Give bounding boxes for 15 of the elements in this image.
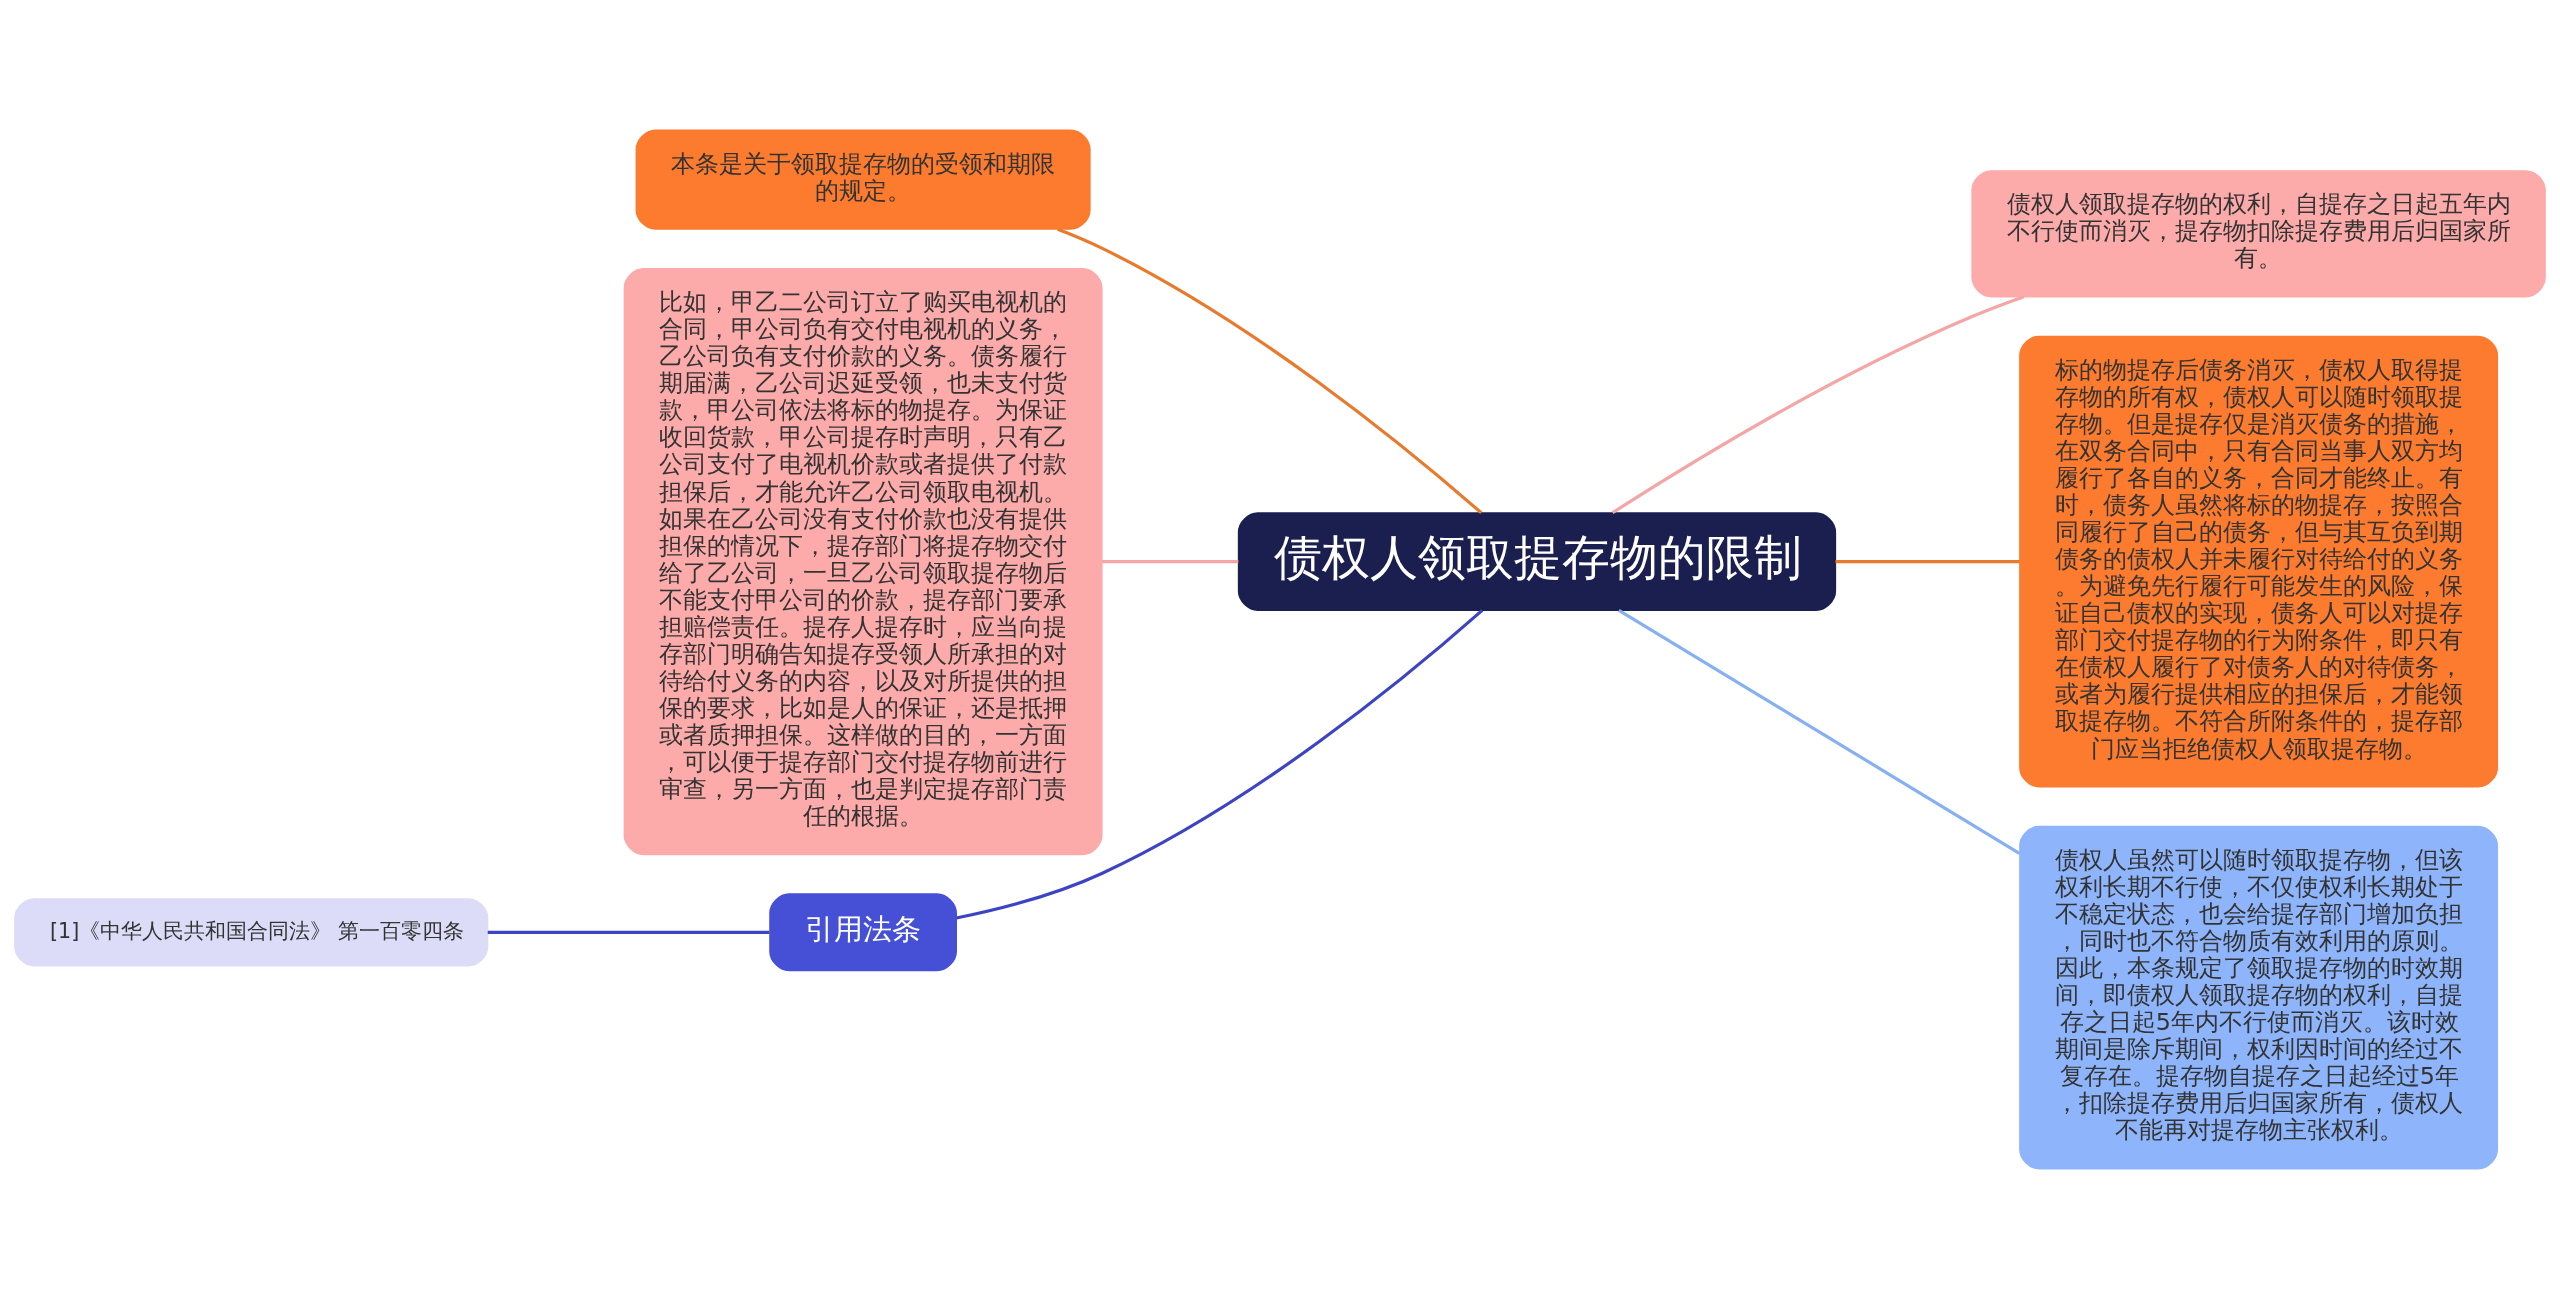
connector: [1102, 559, 1239, 563]
node-box: 债权人领取提存物的权利，自提存之日起五年内不行使而消灭，提存物扣除提存费用后归国家所有。: [1971, 169, 2546, 297]
connector: [1611, 294, 2025, 514]
node-box: 引用法条: [769, 892, 957, 971]
connector: [956, 608, 1484, 920]
connector: [1057, 227, 1483, 514]
node-box: 债权人虽然可以随时领取提存物，但该权利长期不行使，不仅使权利长期处于不稳定状态，也会给提存部门增加负担，同时也不符合物质有效利用的原则。因此，本条规定了领取提存物的时效期间，即债权人领取提存物的权利，自提存之日起5年内不行使而消灭。该时效期间是除斥期间，权利因时间的经过不复存在。提存物自提存之日起经过5年，扣除提存费用后归国家所有，债权人不能再对提存物主张权利。: [2019, 825, 2499, 1169]
node-box: 债权人领取提存物的限制: [1237, 511, 1837, 611]
connector: [1835, 559, 2020, 563]
node-box: 本条是关于领取提存物的受领和期限的规定。: [635, 129, 1091, 230]
node-box: 标的物提存后债务消灭，债权人取得提存物的所有权，债权人可以随时领取提存物。但是提存仅是消灭债务的措施，在双务合同中，只有合同当事人双方均履行了各自的义务，合同才能终止。有时，债务人虽然将标的物提存，按照合同履行了自己的债务，但与其互负到期债务的债权人并未履行对待给付的义务。为避免先行履行可能发生的风险，保证自己债权的实现，债务人可以对提存部门交付提存物的行为附条件，即只有在债权人履行了对债务人的对待债务，或者为履行提供相应的担保后，才能领取提存物。不符合所附条件的，提存部门应当拒绝债权人领取提存物。: [2019, 335, 2499, 788]
connector: [1618, 608, 2021, 855]
connector: [487, 930, 770, 934]
node-box: [1]《中华人民共和国合同法》 第一百零四条: [14, 897, 489, 967]
node-box: 比如，甲乙二公司订立了购买电视机的合同，甲公司负有交付电视机的义务，乙公司负有支付价款的义务。债务履行期届满，乙公司迟延受领，也未支付货款，甲公司依法将标的物提存。为保证收回货款，甲公司提存时声明，只有乙公司支付了电视机价款或者提供了付款担保后，才能允许乙公司领取电视机。如果在乙公司没有支付价款也没有提供担保的情况下，提存部门将提存物交付给了乙公司，一旦乙公司领取提存物后不能支付甲公司的价款，提存部门要承担赔偿责任。提存人提存时，应当向提存部门明确告知提存受领人所承担的对待给付义务的内容，以及对所提供的担保的要求，比如是人的保证，还是抵押或者质押担保。这样做的目的，一方面，可以便于提存部门交付提存物前进行审查，另一方面，也是判定提存部门责任的根据。: [623, 267, 1103, 855]
